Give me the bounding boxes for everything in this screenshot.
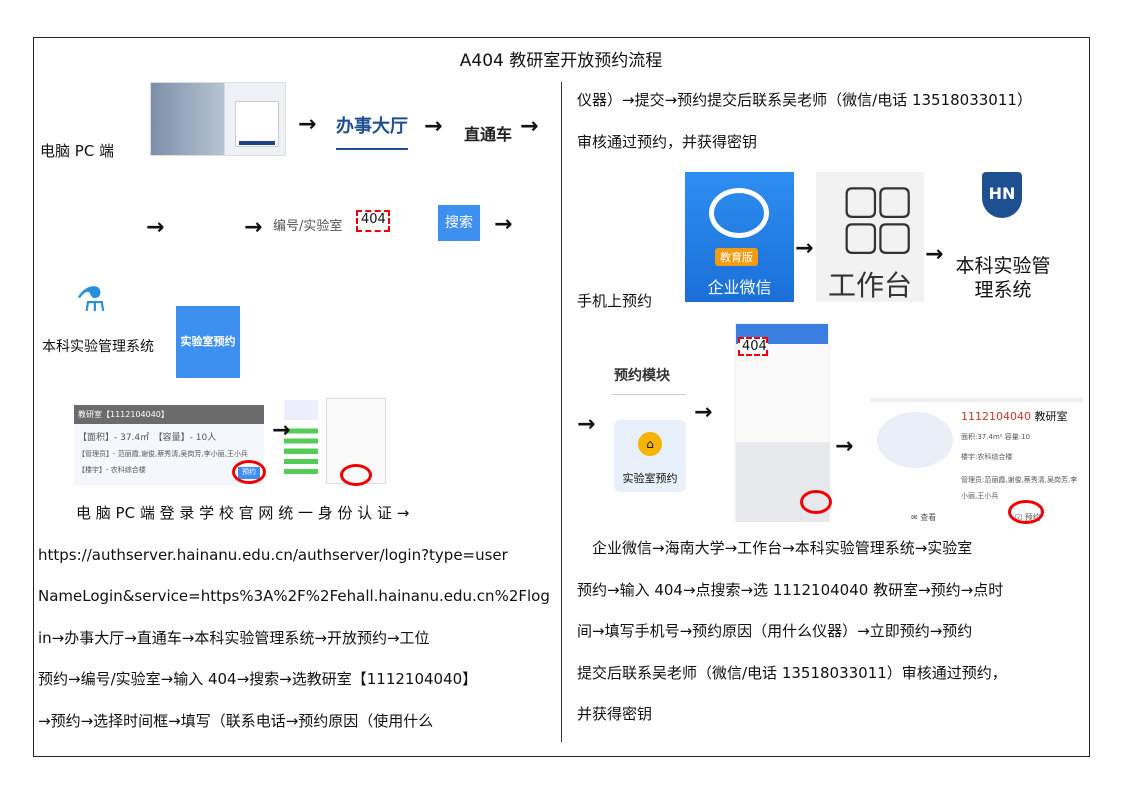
arrow-icon: → (835, 434, 854, 459)
paragraph-line: 审核通过预约，并获得密钥 (577, 132, 758, 151)
edu-badge: 教育版 (715, 248, 758, 266)
paragraph-line: 仪器）→提交→预约提交后联系吴老师（微信/电话 13518033011） (577, 91, 1032, 109)
arrow-icon: → (577, 412, 596, 437)
room-detail-screenshot: 1112104040 教研室 面积:37.4m² 容量:10 楼宇:农科综合楼 … (871, 398, 1083, 522)
workbench-tile: ▢▢▢▢ 工作台 (816, 172, 924, 302)
grid-icon: ▢▢▢▢ (842, 177, 914, 259)
view-button: 查看 (920, 513, 937, 522)
lab-reserve-label: 实验室预约 (622, 472, 678, 485)
paragraph-line: https://authserver.hainanu.edu.cn/authse… (38, 545, 508, 564)
arrow-icon: → (520, 114, 539, 139)
arrow-icon: → (244, 215, 263, 240)
pc-label: 电脑 PC 端 (40, 142, 115, 160)
room-illustration (877, 412, 953, 468)
system-name-mobile: 本科实验管理系统 (955, 255, 1051, 301)
module-title: 预约模块 (614, 368, 670, 384)
code-input: 404 (356, 210, 390, 232)
hainanu-logo: HN (982, 172, 1022, 218)
room-name: 教研室 (1034, 410, 1068, 423)
room-area: 【面积】- 37.4㎡ (78, 433, 150, 443)
mobile-label: 手机上预约 (577, 292, 653, 310)
workbench-label: 工作台 (827, 269, 912, 302)
arrow-icon: → (298, 112, 317, 137)
paragraph-line: 预约→输入 404→点搜索→选 1112104040 教研室→预约→点时 (577, 580, 1004, 599)
paragraph-line: 企业微信→海南大学→工作台→本科实验管理系统→实验室 (577, 539, 973, 557)
mobile-instructions: 企业微信→海南大学→工作台→本科实验管理系统→实验室 预约→输入 404→点搜索… (577, 528, 1087, 736)
room-code: 1112104040 (961, 410, 1031, 423)
paragraph-line: →预约→选择时间框→填写（联系电话→预约原因（使用什么 (38, 711, 434, 730)
room-area: 面积:37.4m² 容量:10 (961, 433, 1031, 441)
arrow-icon: → (424, 114, 443, 139)
lab-reserve-tile: 实验室预约 (176, 306, 240, 378)
phone-search-screenshot (735, 323, 830, 522)
arrow-icon: → (146, 215, 165, 240)
paragraph-line: NameLogin&service=https%3A%2F%2Fehall.ha… (38, 587, 550, 605)
arrow-icon: → (272, 418, 291, 443)
paragraph-line: 间→填写手机号→预约原因（用什么仪器）→立即预约→预约 (577, 622, 973, 640)
paragraph-line: 并获得密钥 (577, 705, 653, 723)
room-managers: 管理员:范丽霞,谢俊,蔡秀清,吴岗芳,李小丽,王小兵 (961, 476, 1078, 500)
paragraph-line: in→办事大厅→直通车→本科实验管理系统→开放预约→工位 (38, 628, 430, 647)
right-top-text: 仪器）→提交→预约提交后联系吴老师（微信/电话 13518033011） 审核通… (577, 80, 1087, 163)
paragraph-line: 电 脑 PC 端 登 录 学 校 官 网 统 一 身 份 认 证 → (76, 504, 410, 522)
phone-search-input: 404 (738, 337, 768, 356)
wecom-app-icon: 教育版 企业微信 (685, 172, 794, 302)
search-button: 搜索 (438, 205, 480, 241)
divider (612, 394, 686, 395)
paragraph-line: 提交后联系吴老师（微信/电话 13518033011）审核通过预约， (577, 663, 1007, 682)
room-building: 【楼宇】- 农科综合楼 (78, 466, 146, 474)
highlight-circle (232, 460, 266, 484)
time-slot-screenshot (284, 400, 318, 484)
login-page-screenshot (150, 82, 286, 156)
step-office-hall: 办事大厅 (336, 112, 408, 150)
step-express: 直通车 (464, 125, 513, 144)
lab-reserve-module: ⌂ 实验室预约 (614, 420, 686, 492)
step-code: 编号/实验室 (273, 219, 343, 234)
highlight-circle (340, 464, 372, 486)
room-card-header: 教研室【1112104040】 (74, 405, 264, 424)
pc-instructions: 电 脑 PC 端 登 录 学 校 官 网 统 一 身 份 认 证 → https… (38, 493, 550, 742)
highlight-circle (800, 490, 832, 514)
arrow-icon: → (694, 400, 713, 425)
system-name: 本科实验管理系统 (42, 339, 154, 355)
room-managers: 【管理员】- 范丽霞,谢俊,蔡秀清,吴岗芳,李小丽,王小兵 (78, 450, 248, 458)
arrow-icon: → (795, 236, 814, 261)
page-title: A404 教研室开放预约流程 (459, 51, 663, 71)
document-frame (33, 37, 1090, 757)
paragraph-line: 预约→编号/实验室→输入 404→搜索→选教研室【1112104040】 (38, 670, 478, 688)
room-capacity: 【容量】- 10人 (158, 433, 217, 443)
arrow-icon: → (925, 242, 944, 267)
room-building: 楼宇:农科综合楼 (961, 453, 1013, 461)
flask-icon: ⚗ (76, 280, 107, 320)
arrow-icon: → (494, 212, 513, 237)
column-divider (561, 82, 562, 742)
highlight-circle (1008, 500, 1044, 524)
wecom-name: 企业微信 (707, 278, 772, 297)
home-icon: ⌂ (638, 432, 662, 456)
